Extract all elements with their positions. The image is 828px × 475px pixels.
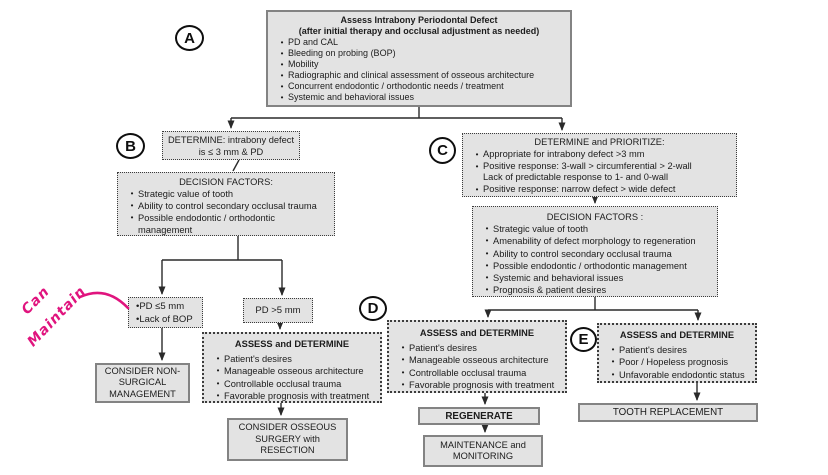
bullet-item: •Appropriate for intrabony defect >3 mm [475, 148, 645, 159]
bullet-item: •Prognosis & patient desires [485, 285, 607, 296]
bullet-list: •Patient's desires•Manageable osseous ar… [206, 353, 378, 402]
step-marker-a: A [175, 25, 204, 51]
step-letter-d: D [367, 300, 379, 317]
bullet-list: •Patient's desires•Poor / Hopeless progn… [601, 344, 753, 381]
step-letter-c: C [437, 142, 448, 159]
node-subtitle: (after initial therapy and occlusal adju… [298, 26, 540, 36]
bullet-item: •Controllable occlusal trauma [216, 378, 342, 389]
bullet-item: •Systemic and behavioral issues [485, 273, 624, 284]
bullet-item: •Ability to control secondary occlusal t… [485, 248, 672, 259]
bullet-item: •Unfavorable endodontic status [611, 369, 745, 380]
bullet-item: •PD and CAL [280, 37, 339, 47]
bullet-item: •Favorable prognosis with treatment [401, 379, 555, 390]
node-title: Assess Intrabony Periodontal Defect [340, 15, 498, 25]
bullet-item: •Positive response: narrow defect > wide… [475, 184, 676, 195]
node-consider-osseous: CONSIDER OSSEOUS SURGERY with RESECTION [227, 418, 348, 461]
bullet-item: •Amenability of defect morphology to reg… [485, 236, 696, 247]
bullet-item: •Favorable prognosis with treatment [216, 390, 370, 401]
bullet-item: •Bleeding on probing (BOP) [280, 48, 396, 58]
node-pd-le5: •PD ≤5 mm •Lack of BOP [128, 297, 203, 328]
node-determine-b: DETERMINE: intrabony defect is ≤ 3 mm & … [162, 131, 300, 160]
node-regenerate: REGENERATE [418, 407, 540, 425]
node-decision-factors-b: DECISION FACTORS: •Strategic value of to… [117, 172, 335, 236]
step-marker-e: E [570, 327, 597, 352]
node-assess-replace: ASSESS and DETERMINE •Patient's desires•… [597, 323, 757, 383]
bullet-list: •Appropriate for intrabony defect >3 mm•… [465, 149, 734, 196]
bullet-item: •Possible endodontic / orthodontic manag… [485, 260, 687, 271]
bullet-item: •Possible endodontic / orthodontic manag… [130, 213, 275, 235]
node-title: ASSESS and DETERMINE [619, 330, 735, 340]
node-assess-regen: ASSESS and DETERMINE •Patient's desires•… [387, 320, 567, 393]
bullet-item: •Ability to control secondary occlusal t… [130, 201, 317, 211]
node-assess-defect: Assess Intrabony Periodontal Defect (aft… [266, 10, 572, 107]
step-letter-b: B [125, 137, 136, 155]
node-determine-c: DETERMINE and PRIORITIZE: •Appropriate f… [462, 133, 737, 197]
bullet-list: •Strategic value of tooth•Amenability of… [475, 223, 715, 296]
bullet-item: •Controllable occlusal trauma [401, 367, 527, 378]
bullet-list: •Strategic value of tooth •Ability to con… [120, 188, 332, 236]
node-tooth-replacement: TOOTH REPLACEMENT [578, 403, 758, 422]
node-title: DECISION FACTORS: [179, 177, 273, 187]
bullet-item: •Manageable osseous architecture [216, 366, 364, 377]
step-marker-d: D [359, 296, 387, 321]
step-marker-c: C [429, 137, 456, 164]
step-marker-b: B [116, 133, 145, 159]
node-title: DECISION FACTORS : [546, 212, 644, 222]
bullet-item: •Systemic and behavioral issues [280, 92, 415, 102]
step-letter-e: E [578, 331, 589, 348]
node-pd-gt5: PD >5 mm [243, 298, 313, 323]
node-title: ASSESS and DETERMINE [234, 339, 350, 349]
bullet-item: •Poor / Hopeless prognosis [611, 357, 729, 368]
bullet-list: •Patient's desires•Manageable osseous ar… [391, 342, 563, 391]
bullet-item: •Concurrent endodontic / orthodontic nee… [280, 81, 504, 91]
node-assess-surgery: ASSESS and DETERMINE •Patient's desires•… [202, 332, 382, 403]
bullet-item: •Strategic value of tooth [130, 189, 234, 199]
node-consider-nonsurgical: CONSIDER NON- SURGICAL MANAGEMENT [95, 363, 190, 403]
step-letter-a: A [184, 29, 195, 47]
node-decision-factors-c: DECISION FACTORS : •Strategic value of t… [472, 206, 718, 297]
node-title: DETERMINE and PRIORITIZE: [534, 137, 665, 147]
bullet-list: •PD and CAL•Bleeding on probing (BOP)•Mo… [270, 37, 568, 103]
bullet-item: •Patient's desires [401, 343, 477, 354]
bullet-item: •Manageable osseous architecture [401, 355, 549, 366]
bullet-item: •Patient's desires [611, 345, 687, 356]
bullet-item: •Patient's desires [216, 354, 292, 365]
bullet-item: •Mobility [280, 59, 319, 69]
bullet-item: •Positive response: 3-wall > circumferen… [475, 160, 692, 183]
bullet-item: •Strategic value of tooth [485, 224, 589, 235]
node-title: ASSESS and DETERMINE [419, 328, 535, 338]
node-maintenance: MAINTENANCE and MONITORING [423, 435, 543, 467]
bullet-item: •Radiographic and clinical assessment of… [280, 70, 535, 80]
